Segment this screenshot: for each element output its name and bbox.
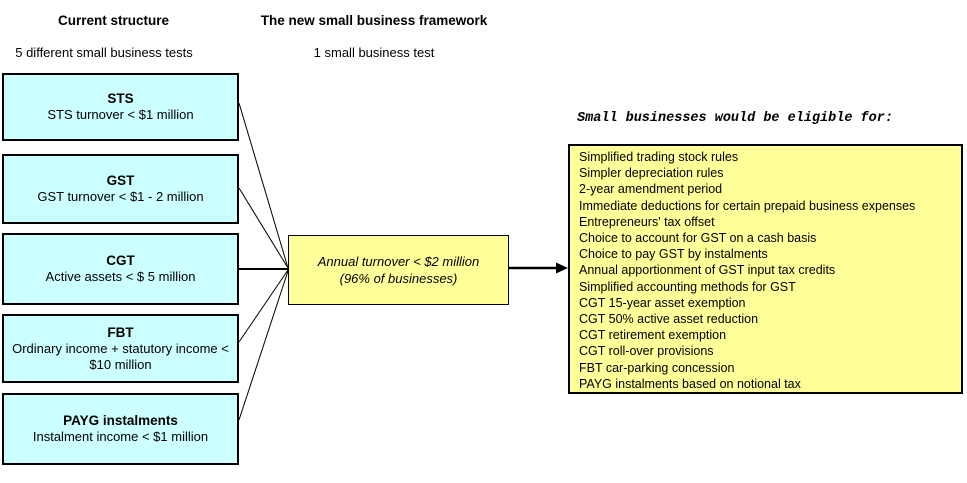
eligibility-item: 2-year amendment period <box>579 182 723 197</box>
eligibility-item: FBT car-parking concession <box>579 360 735 375</box>
eligibility-title: Small businesses would be eligible for: <box>577 111 893 126</box>
test-box-cgt-title: CGT <box>106 253 135 268</box>
test-box-gst-criterion: GST turnover < $1 - 2 million <box>37 189 204 204</box>
new-test-line1: Annual turnover < $2 million <box>317 254 480 269</box>
test-box-cgt: CGT Active assets < $ 5 million <box>2 233 239 305</box>
test-box-gst-title: GST <box>106 173 135 188</box>
test-box-payg-title: PAYG instalments <box>63 413 178 428</box>
connector-line-payg <box>238 270 289 421</box>
test-box-fbt-title: FBT <box>107 324 134 340</box>
connector-line-gst <box>238 187 289 269</box>
eligibility-item: CGT 50% active asset reduction <box>579 312 759 327</box>
eligibility-item: Choice to pay GST by instalments <box>579 247 768 262</box>
new-framework-subheading: 1 small business test <box>313 45 435 60</box>
test-box-sts-criterion: STS turnover < $1 million <box>47 107 194 122</box>
test-box-sts-title: STS <box>107 91 134 106</box>
current-structure-subheading: 5 different small business tests <box>15 45 193 60</box>
result-arrow-head-icon <box>556 262 568 274</box>
eligibility-box: Simplified trading stock rules Simpler d… <box>568 144 963 394</box>
eligibility-item: Annual apportionment of GST input tax cr… <box>579 263 836 278</box>
test-box-sts: STS STS turnover < $1 million <box>2 73 239 141</box>
connector-line-fbt <box>238 269 289 343</box>
new-test-line2: (96% of businesses) <box>339 271 458 286</box>
eligibility-item: CGT roll-over provisions <box>579 344 714 359</box>
eligibility-item: Entrepreneurs' tax offset <box>579 214 715 229</box>
eligibility-item: PAYG instalments based on notional tax <box>579 376 801 391</box>
test-box-gst: GST GST turnover < $1 - 2 million <box>2 154 239 224</box>
eligibility-item: Simpler depreciation rules <box>579 166 724 181</box>
eligibility-item: Simplified trading stock rules <box>579 150 739 164</box>
new-framework-heading: The new small business framework <box>260 13 488 28</box>
eligibility-item: Immediate deductions for certain prepaid… <box>579 198 916 213</box>
test-box-fbt-criterion: Ordinary income + statutory income < $10… <box>12 340 229 372</box>
eligibility-item: CGT retirement exemption <box>579 328 727 343</box>
current-structure-heading: Current structure <box>57 13 170 28</box>
eligibility-item: Choice to account for GST on a cash basi… <box>579 231 817 246</box>
new-test-box: Annual turnover < $2 million (96% of bus… <box>288 235 509 305</box>
test-box-fbt: FBT Ordinary income + statutory income <… <box>2 314 239 383</box>
eligibility-item: CGT 15-year asset exemption <box>579 295 746 310</box>
eligibility-item: Simplified accounting methods for GST <box>579 279 796 294</box>
test-box-cgt-criterion: Active assets < $ 5 million <box>45 269 196 284</box>
test-box-payg-criterion: Instalment income < $1 million <box>32 429 209 444</box>
test-box-payg: PAYG instalments Instalment income < $1 … <box>2 393 239 465</box>
connector-line-sts <box>238 102 289 269</box>
